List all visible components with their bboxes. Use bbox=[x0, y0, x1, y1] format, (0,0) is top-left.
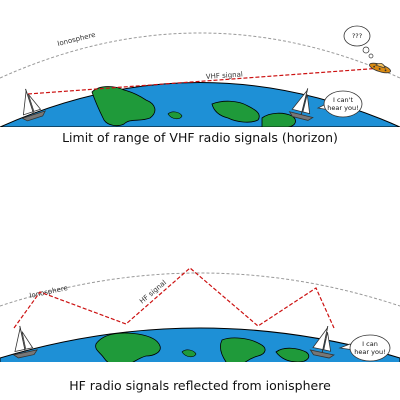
ufo-icon bbox=[369, 62, 391, 74]
hf-signal-path bbox=[13, 267, 335, 329]
continent-center bbox=[211, 100, 260, 123]
continent-right bbox=[275, 347, 310, 363]
continent-right bbox=[261, 112, 296, 128]
sailboat-right bbox=[309, 325, 335, 359]
speech-bubble-can-hear: I can hear you! bbox=[338, 334, 391, 362]
vhf-signal-label: VHF signal bbox=[206, 70, 244, 81]
island-small bbox=[167, 111, 183, 120]
ionosphere-label: Ionosphere bbox=[57, 31, 97, 48]
continent-left bbox=[95, 332, 161, 367]
ionosphere-label: Ionosphere bbox=[29, 284, 69, 300]
sailboat-right bbox=[288, 88, 314, 121]
speech-bubble-cant-hear: I can't hear you! bbox=[316, 90, 363, 118]
hf-diagram-panel: Ionosphere HF signal bbox=[0, 200, 400, 400]
island-small bbox=[181, 349, 197, 358]
thought-bubble-text: ??? bbox=[352, 32, 362, 40]
speech-bubble-line-2: hear you! bbox=[327, 104, 358, 112]
ionosphere-arc bbox=[0, 32, 400, 79]
speech-bubble-line-1: I can bbox=[362, 340, 378, 348]
hf-caption: HF radio signals reflected from ionisphe… bbox=[69, 378, 331, 393]
vhf-caption: Limit of range of VHF radio signals (hor… bbox=[62, 130, 338, 145]
hf-signal-label: HF signal bbox=[138, 279, 168, 306]
sailboat-left bbox=[21, 88, 47, 122]
continent-left bbox=[91, 86, 156, 127]
speech-bubble-line-1: I can't bbox=[333, 96, 353, 104]
vhf-signal-line bbox=[27, 67, 383, 95]
ionosphere-arc bbox=[0, 272, 400, 307]
vhf-diagram: Ionosphere VHF signal bbox=[0, 25, 400, 130]
sailboat-left bbox=[12, 325, 38, 359]
speech-bubble-line-2: hear you! bbox=[354, 348, 385, 356]
vhf-diagram-panel: Ionosphere VHF signal bbox=[0, 25, 400, 145]
hf-diagram: Ionosphere HF signal bbox=[0, 267, 400, 400]
thought-bubble: ??? bbox=[343, 25, 374, 59]
